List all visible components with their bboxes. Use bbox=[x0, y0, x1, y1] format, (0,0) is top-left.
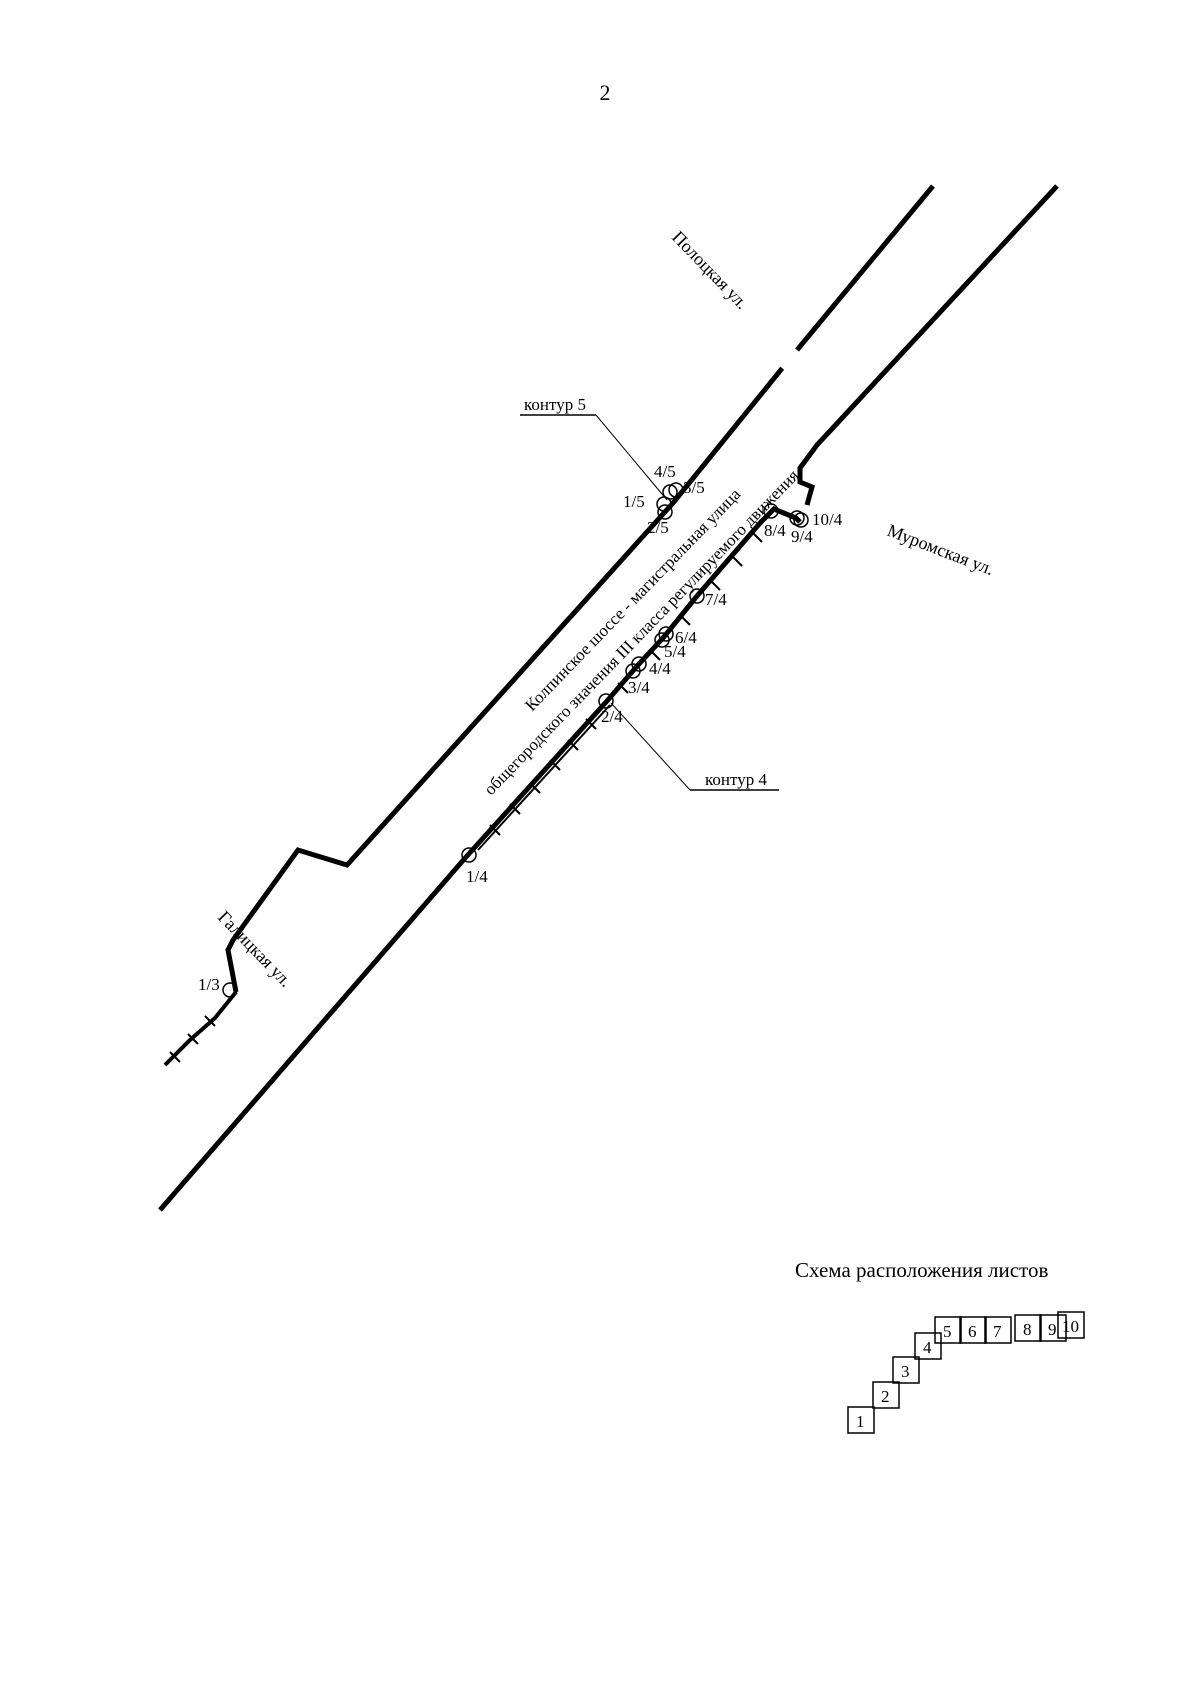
point-2-4-label: 2/4 bbox=[601, 707, 623, 726]
sheet-scheme bbox=[847, 1311, 1085, 1434]
contour-4-label: контур 4 bbox=[705, 770, 767, 789]
sheet-4-label: 4 bbox=[923, 1338, 932, 1357]
point-1-4-label: 1/4 bbox=[466, 867, 488, 886]
point-8-4-marker bbox=[763, 503, 779, 519]
road-boundary-lower bbox=[158, 855, 468, 1212]
fence-hatches-tail bbox=[169, 1015, 216, 1063]
contour-4-leader bbox=[610, 702, 691, 791]
point-1-5-label: 1/5 bbox=[623, 492, 645, 511]
sheet-4-box bbox=[914, 1332, 942, 1360]
point-3-5-label: 3/5 bbox=[683, 478, 705, 497]
sheet-8-label: 8 bbox=[1023, 1320, 1032, 1339]
sheet-3-box bbox=[892, 1356, 920, 1384]
contour-5-label: контур 5 bbox=[524, 395, 586, 414]
road-label-line-2: общегородского значения III класса регул… bbox=[480, 466, 802, 799]
sheet-7-label: 7 bbox=[993, 1322, 1002, 1341]
sheet-3-label: 3 bbox=[901, 1362, 910, 1381]
point-2-5-label: 2/5 bbox=[647, 518, 669, 537]
contour-5-leader bbox=[595, 414, 668, 501]
point-5-4-label: 5/4 bbox=[664, 642, 686, 661]
sheet-8-box bbox=[1014, 1314, 1042, 1342]
point-6-4-label: 6/4 bbox=[675, 628, 697, 647]
point-3-5-marker bbox=[668, 482, 684, 498]
point-4-5-label: 4/5 bbox=[654, 462, 676, 481]
point-2-4-marker bbox=[598, 693, 614, 709]
page-number: 2 bbox=[599, 80, 611, 105]
road-boundary-upper bbox=[225, 184, 935, 993]
point-4-5-marker bbox=[662, 484, 678, 500]
point-1-4-marker bbox=[461, 847, 477, 863]
sheet-6-box bbox=[959, 1316, 987, 1344]
contour-4-boundary bbox=[464, 506, 802, 859]
point-10-4-label: 10/4 bbox=[812, 510, 843, 529]
fence-tail bbox=[163, 990, 238, 1067]
point-4-4-label: 4/4 bbox=[649, 659, 671, 678]
sheet-10-box bbox=[1057, 1311, 1085, 1339]
point-7-4-marker bbox=[689, 588, 705, 604]
point-markers bbox=[222, 482, 809, 998]
point-10-4-marker bbox=[793, 512, 809, 528]
point-9-4-label: 9/4 bbox=[791, 527, 813, 546]
point-8-4-label: 8/4 bbox=[764, 521, 786, 540]
sheet-9-label: 9 bbox=[1048, 1320, 1057, 1339]
point-3-4-label: 3/4 bbox=[628, 678, 650, 697]
point-2-5-marker bbox=[657, 504, 673, 520]
sheet-5-label: 5 bbox=[943, 1322, 952, 1341]
sheet-2-label: 2 bbox=[881, 1387, 890, 1406]
sheet-scheme-title: Схема расположения листов bbox=[795, 1258, 1048, 1282]
point-1-3-marker bbox=[222, 982, 238, 998]
sheet-10-label: 10 bbox=[1062, 1317, 1079, 1336]
sheet-1-label: 1 bbox=[856, 1412, 865, 1431]
road-boundary-right bbox=[797, 184, 1059, 506]
point-1-3-label: 1/3 bbox=[198, 975, 220, 994]
sheet-9-box bbox=[1039, 1314, 1067, 1342]
sheet-2-box bbox=[872, 1381, 900, 1409]
road-boundary-upper-dash bbox=[779, 347, 800, 371]
contour-4-inner bbox=[477, 704, 611, 851]
point-6-4-marker bbox=[658, 626, 674, 642]
sheet-1-box bbox=[847, 1406, 875, 1434]
street-polotskaya-label: Полоцкая ул. bbox=[668, 227, 752, 313]
point-4-4-marker bbox=[631, 656, 647, 672]
sheet-5-box bbox=[934, 1316, 962, 1344]
sheet-7-box bbox=[984, 1316, 1012, 1344]
street-muromskaya-label: Муромская ул. bbox=[885, 520, 997, 579]
sheet-6-label: 6 bbox=[968, 1322, 977, 1341]
point-7-4-label: 7/4 bbox=[705, 590, 727, 609]
fence-hatches-contour-4 bbox=[489, 531, 763, 836]
